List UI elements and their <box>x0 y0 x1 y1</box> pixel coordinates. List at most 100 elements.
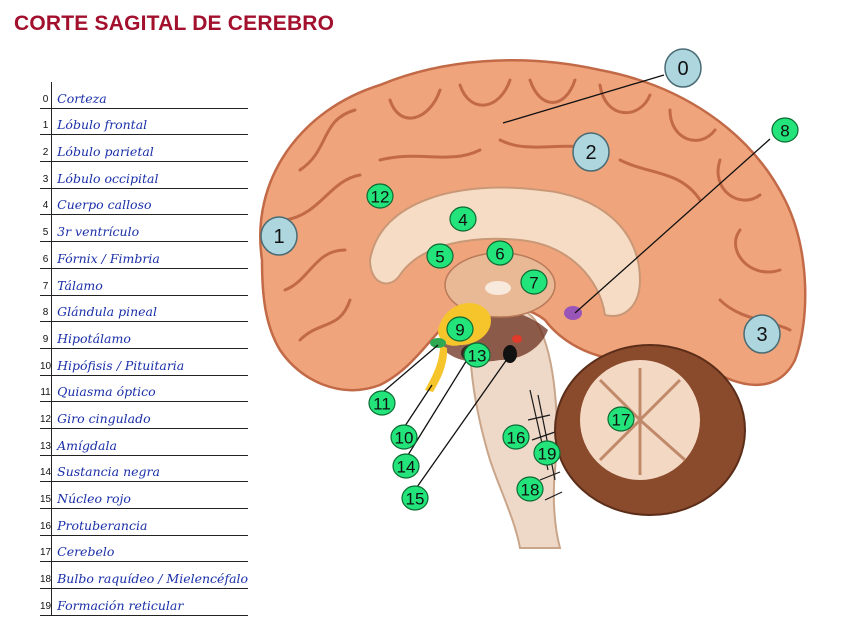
legend-number: 13 <box>40 428 53 456</box>
legend-number: 17 <box>40 535 53 563</box>
substantia-nigra-illustration <box>503 345 517 363</box>
legend-number: 12 <box>40 401 53 429</box>
marker-label: 10 <box>395 429 414 448</box>
marker-label: 14 <box>397 458 416 477</box>
legend-label: Sustancia negra <box>51 455 249 483</box>
marker-circle <box>446 316 474 342</box>
legend-label: Bulbo raquídeo / Mielencéfalo <box>51 561 249 590</box>
marker-circle <box>463 342 491 368</box>
legend-number: 4 <box>40 188 53 216</box>
legend-number: 8 <box>40 295 53 323</box>
legend-number: 2 <box>40 134 53 163</box>
marker-circle <box>368 390 396 416</box>
legend-number: 16 <box>40 508 53 536</box>
marker-circle <box>366 183 394 209</box>
legend-label: Cerebelo <box>51 535 249 563</box>
legend-number: 3 <box>40 161 53 189</box>
marker-circle <box>390 424 418 450</box>
marker-17: 17 <box>607 406 635 432</box>
diagram-title: CORTE SAGITAL DE CEREBRO <box>14 12 335 35</box>
legend-label: Hipotálamo <box>51 321 249 349</box>
marker-label: 5 <box>435 248 444 267</box>
marker-label: 7 <box>529 274 538 293</box>
marker-label: 12 <box>371 188 390 207</box>
interthalamic-adhesion <box>485 281 511 295</box>
marker-label: 4 <box>458 211 467 230</box>
marker-18: 18 <box>516 476 544 502</box>
marker-circle <box>401 485 429 511</box>
marker-10: 10 <box>390 424 418 450</box>
legend-number: 15 <box>40 481 53 509</box>
marker-circle <box>486 240 514 266</box>
optic-chiasm-illustration <box>430 338 446 348</box>
legend-number: 9 <box>40 321 53 349</box>
marker-5: 5 <box>426 243 454 269</box>
marker-13: 13 <box>463 342 491 368</box>
marker-9: 9 <box>446 316 474 342</box>
marker-label: 13 <box>468 347 487 366</box>
marker-14: 14 <box>392 453 420 479</box>
legend-number: 0 <box>40 82 53 109</box>
marker-label: 9 <box>455 321 464 340</box>
marker-15: 15 <box>401 485 429 511</box>
marker-label: 6 <box>495 245 504 264</box>
marker-label: 16 <box>507 429 526 448</box>
marker-circle <box>502 424 530 450</box>
legend-number: 11 <box>40 375 53 403</box>
marker-3: 3 <box>743 314 781 354</box>
legend-label: Cuerpo calloso <box>51 188 249 216</box>
legend-label: Tálamo <box>51 268 249 296</box>
marker-label: 11 <box>373 395 391 414</box>
marker-label: 1 <box>273 226 284 248</box>
marker-circle <box>426 243 454 269</box>
legend-number: 6 <box>40 241 53 269</box>
marker-circle <box>533 440 561 466</box>
pineal-gland-illustration <box>564 306 582 320</box>
pituitary-illustration <box>425 345 448 392</box>
legend-number: 5 <box>40 214 53 243</box>
marker-circle <box>664 48 702 88</box>
marker-label: 2 <box>585 142 596 164</box>
legend-number: 7 <box>40 268 53 296</box>
marker-label: 0 <box>677 58 688 80</box>
legend-number: 18 <box>40 561 53 590</box>
legend-number: 1 <box>40 108 53 136</box>
marker-6: 6 <box>486 240 514 266</box>
marker-label: 15 <box>406 490 425 509</box>
legend-label: 3r ventrículo <box>51 214 249 243</box>
legend-label: Protuberancia <box>51 508 249 536</box>
legend-number: 10 <box>40 348 53 376</box>
legend-label: Corteza <box>51 82 249 109</box>
marker-7: 7 <box>520 269 548 295</box>
marker-circle <box>743 314 781 354</box>
marker-16: 16 <box>502 424 530 450</box>
legend-label: Hipófisis / Pituitaria <box>51 348 249 376</box>
legend-label: Formación reticular <box>51 588 249 616</box>
marker-label: 19 <box>538 445 557 464</box>
marker-0: 0 <box>664 48 702 88</box>
marker-2: 2 <box>572 132 610 172</box>
marker-12: 12 <box>366 183 394 209</box>
legend-label: Lóbulo parietal <box>51 134 249 163</box>
red-nucleus-illustration <box>512 335 522 343</box>
marker-circle <box>607 406 635 432</box>
legend-label: Fórnix / Fimbria <box>51 241 249 269</box>
